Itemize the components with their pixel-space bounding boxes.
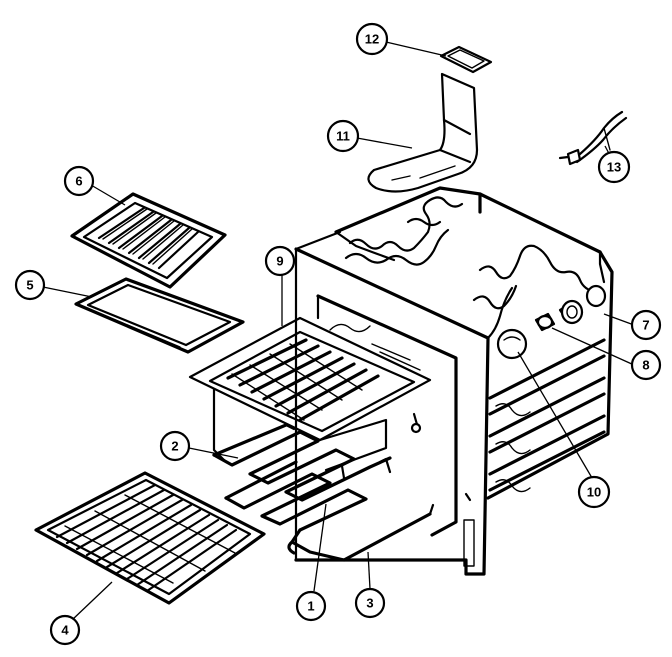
broiler-pan-part	[74, 277, 245, 354]
callout-7: 7	[630, 309, 662, 341]
wiring-harness-part	[558, 110, 628, 166]
callout-11-label: 11	[336, 129, 350, 144]
callout-5-label: 5	[26, 278, 33, 293]
callout-12-label: 12	[365, 32, 379, 47]
callout-3: 3	[354, 587, 386, 619]
oven-cavity-body	[294, 186, 614, 576]
oven-vent-duct-part	[367, 72, 479, 193]
oven-lamp-bulb-part	[534, 312, 556, 332]
oven-rack-part	[34, 471, 266, 605]
callout-2-label: 2	[171, 439, 178, 454]
bake-element-part	[212, 423, 392, 532]
oven-lamp-lens-part	[496, 328, 528, 360]
callout-9-label: 9	[276, 254, 283, 269]
callout-9: 9	[264, 245, 296, 277]
callout-4-label: 4	[61, 623, 69, 638]
callout-10-label: 10	[587, 485, 601, 500]
callout-1: 1	[295, 590, 327, 622]
vent-plate-part	[439, 45, 493, 74]
callout-2: 2	[159, 430, 191, 462]
broiler-pan-grid-part	[70, 192, 227, 289]
broil-element-part	[188, 316, 432, 472]
callout-5: 5	[14, 269, 46, 301]
callout-11: 11	[326, 119, 360, 153]
callout-13: 13	[597, 150, 631, 184]
callout-12: 12	[355, 22, 389, 56]
callout-1-label: 1	[307, 599, 314, 614]
callout-6: 6	[63, 165, 95, 197]
callout-6-label: 6	[75, 174, 82, 189]
callout-13-label: 13	[607, 160, 621, 175]
callout-8: 8	[630, 349, 662, 381]
callout-leaders	[42, 41, 635, 621]
oven-lamp-socket-part	[558, 284, 607, 325]
callout-8-label: 8	[642, 358, 649, 373]
callout-4: 4	[49, 614, 81, 646]
callout-3-label: 3	[366, 596, 373, 611]
callout-10: 10	[577, 475, 611, 509]
callout-7-label: 7	[642, 318, 649, 333]
lower-element-part	[287, 464, 435, 562]
